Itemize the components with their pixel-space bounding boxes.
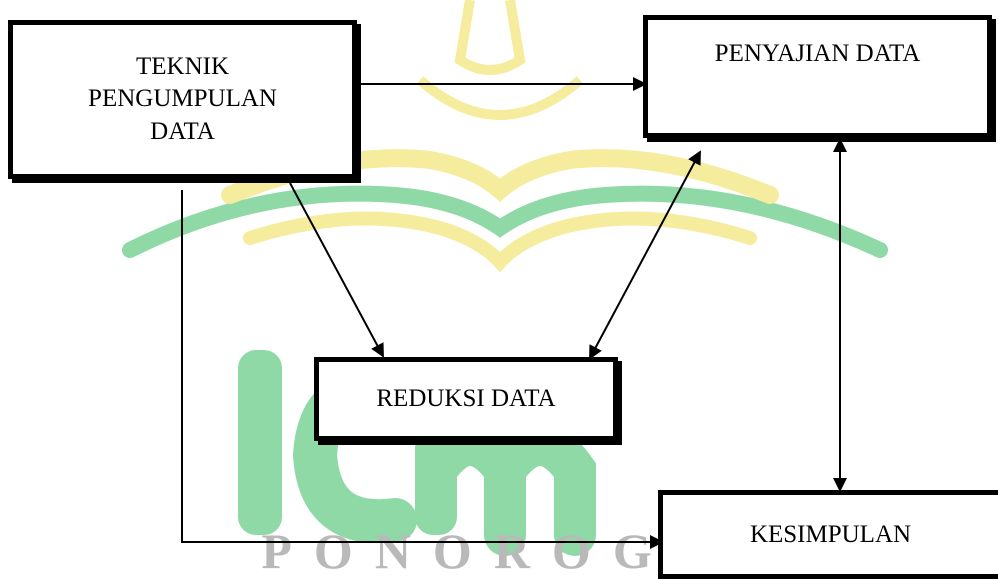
watermark-text: PONOROGO bbox=[261, 523, 734, 579]
node-kesimpulan-label: KESIMPULAN bbox=[749, 521, 912, 548]
arrow-teknik-to-kesimpulan bbox=[181, 190, 664, 549]
node-reduksi-label: REDUKSI DATA bbox=[376, 384, 556, 412]
node-teknik-pengumpulan-data: TEKNIK PENGUMPULAN DATA bbox=[8, 20, 357, 179]
node-penyajian-label: PENYAJIAN DATA bbox=[714, 40, 921, 67]
node-teknik-label: TEKNIK PENGUMPULAN DATA bbox=[13, 51, 352, 149]
arrow-teknik-to-reduksi bbox=[289, 182, 384, 358]
node-reduksi-data: REDUKSI DATA bbox=[314, 357, 618, 441]
node-kesimpulan: KESIMPULAN bbox=[658, 490, 998, 579]
arrow-penyajian-reduksi bbox=[589, 150, 701, 360]
node-penyajian-data: PENYAJIAN DATA bbox=[643, 15, 992, 138]
node-teknik-line: PENGUMPULAN bbox=[88, 85, 277, 113]
node-teknik-line: TEKNIK bbox=[135, 52, 230, 80]
node-teknik-line: DATA bbox=[150, 117, 215, 145]
